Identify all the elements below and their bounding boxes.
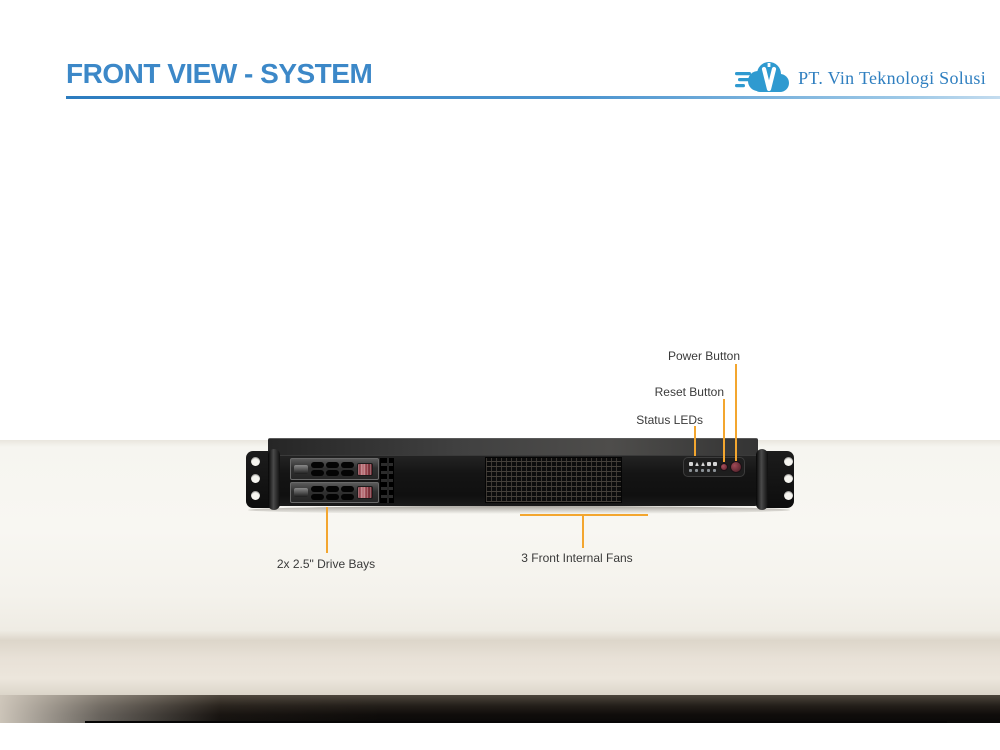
company-name: PT. Vin Teknologi Solusi xyxy=(798,67,986,88)
table-edge-line xyxy=(85,721,947,723)
mount-hole xyxy=(251,457,260,466)
callout-line-fans-horizontal xyxy=(520,514,648,516)
tray-grip xyxy=(294,464,308,474)
table-edge xyxy=(0,695,1000,723)
label-front-fans: 3 Front Internal Fans xyxy=(521,551,633,565)
label-reset-button: Reset Button xyxy=(654,385,724,399)
rack-ear-left xyxy=(246,449,280,510)
drive-tray-1 xyxy=(290,458,379,480)
mount-hole xyxy=(251,491,260,500)
mount-hole xyxy=(784,474,793,483)
drive-tray-2 xyxy=(290,482,379,503)
callout-line-reset xyxy=(723,399,725,462)
label-power-button: Power Button xyxy=(667,349,740,363)
page-title: FRONT VIEW - SYSTEM xyxy=(66,58,373,89)
status-led-icon xyxy=(713,462,717,466)
callout-line-status xyxy=(694,426,696,456)
callout-line-power xyxy=(735,364,737,461)
cloud-logo-icon xyxy=(734,58,792,98)
vent-strip xyxy=(380,458,394,503)
mount-hole xyxy=(784,491,793,500)
tray-grip xyxy=(294,488,308,497)
callout-line-fans-vertical xyxy=(582,514,584,548)
chassis-top-face xyxy=(268,438,758,457)
label-drive-bays: 2x 2.5" Drive Bays xyxy=(276,557,376,571)
fan-vent-mesh xyxy=(485,457,622,503)
callout-line-drives xyxy=(326,507,328,553)
rack-ear-hinge xyxy=(268,449,280,510)
power-button xyxy=(730,461,742,473)
status-led-icon xyxy=(701,462,705,466)
rack-ear-hinge xyxy=(756,449,768,510)
status-led-icon xyxy=(695,462,699,466)
label-status-leds: Status LEDs xyxy=(636,413,703,427)
server-photo xyxy=(0,440,1000,723)
status-led-icon xyxy=(689,462,693,466)
rack-ear-right xyxy=(756,449,794,510)
server-chassis xyxy=(246,436,794,514)
header-divider xyxy=(66,96,1000,99)
mount-hole xyxy=(784,457,793,466)
tray-release-latch xyxy=(357,486,373,499)
reset-button xyxy=(720,463,728,471)
rack-ear-plate xyxy=(246,451,272,508)
tray-vent-slots xyxy=(311,485,354,500)
mount-hole xyxy=(251,474,260,483)
tray-release-latch xyxy=(357,462,373,476)
front-control-panel xyxy=(683,457,745,477)
status-led-icon xyxy=(707,462,711,466)
chassis-shadow xyxy=(248,506,790,514)
company-logo: PT. Vin Teknologi Solusi xyxy=(734,58,986,98)
rack-ear-plate xyxy=(764,451,794,508)
tray-vent-slots xyxy=(311,462,354,476)
